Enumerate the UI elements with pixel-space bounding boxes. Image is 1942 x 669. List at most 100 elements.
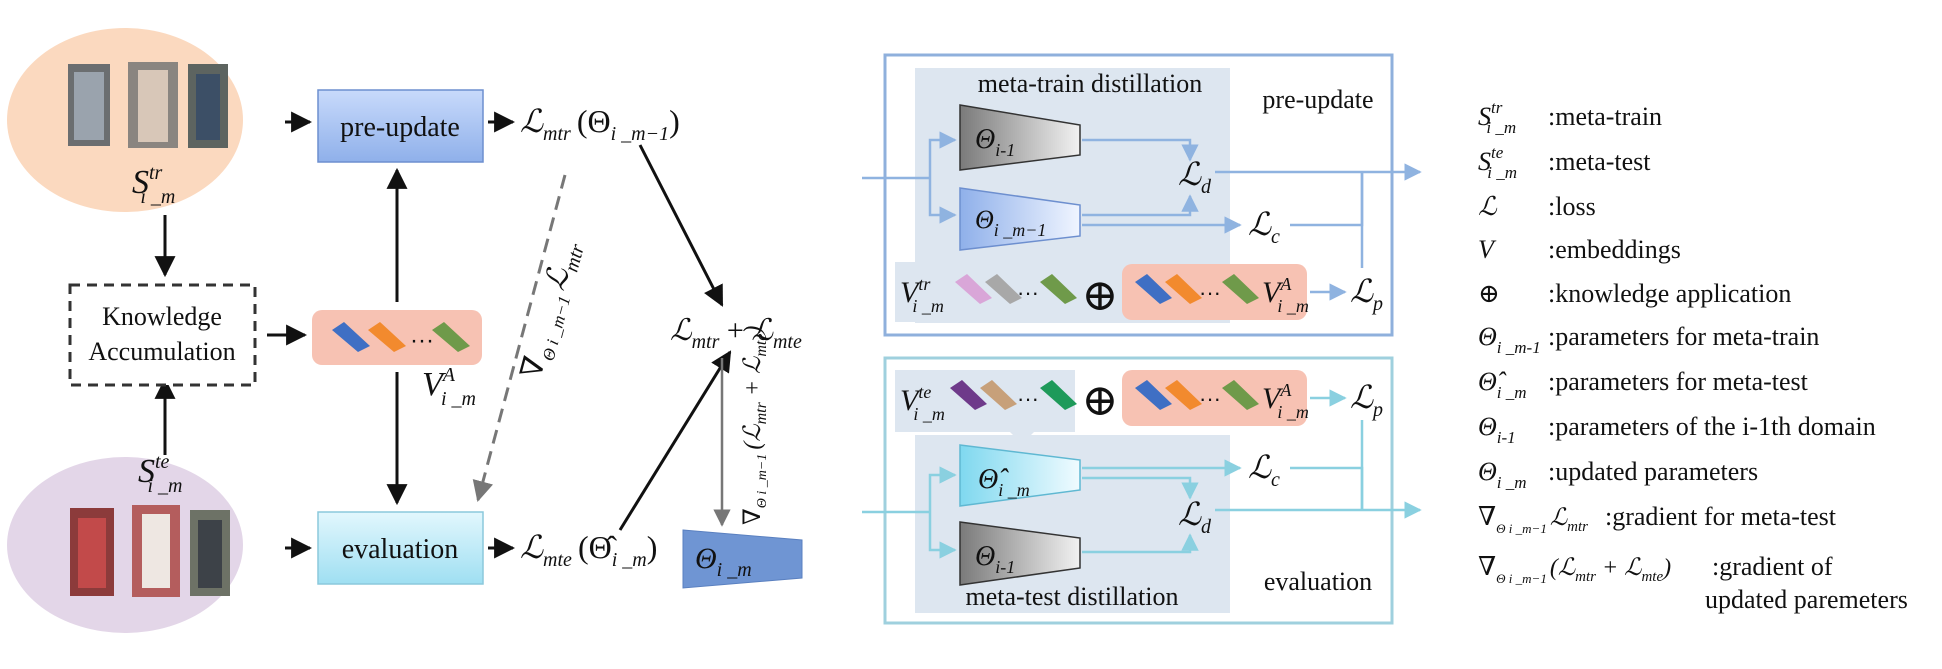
legend-symbol: Θi-1 [1478,412,1516,447]
legend-row: V :embeddings [1478,235,1681,264]
knowledge-accumulation-box: Knowledge Accumulation [68,283,257,387]
top-input-branch-2 [928,178,957,224]
top-input-branch-1 [928,131,957,178]
ld-bottom: ℒd [1178,496,1212,538]
svg-text:···: ··· [1199,280,1221,305]
legend-description: :embeddings [1548,235,1681,264]
arrow-theta-cur-to-ld [1082,194,1199,217]
legend-description: :parameters for meta-test [1548,367,1809,396]
legend-description: :updated parameters [1548,457,1758,486]
legend-description: :gradient of [1712,552,1833,581]
theta-prev-top-block: Θi-1 [959,104,1081,171]
meta-test-title: meta-test distillation [965,582,1178,611]
legend-description: :parameters for meta-train [1548,322,1819,351]
svg-text:···: ··· [410,327,434,354]
svg-text:···: ··· [1199,386,1221,411]
legend-description: updated paremeters [1705,585,1908,614]
svg-text:evaluation: evaluation [342,534,459,565]
svg-text:VAi _m: VAi _m [1262,380,1309,422]
lp-top: ℒp [1350,273,1383,315]
grad-sum-label: ∇Θ i _m−1(ℒmtr + ℒmte) [740,326,770,525]
legend-row: ⊕ :knowledge application [1478,279,1791,308]
arrow-theta-prev-to-ld [1082,138,1199,162]
legend-row: Θi-1 :parameters of the i-1th domain [1478,412,1876,447]
svg-text:VAi _m: VAi _m [1262,274,1309,316]
legend-description: :loss [1548,192,1596,221]
loss-sum: ℒmtr + ℒmte [670,314,802,353]
svg-text:Θi-1: Θi-1 [975,124,1015,160]
legend-row: Θi _m-1:parameters for meta-train [1478,322,1819,357]
legend-symbol: V [1478,235,1497,264]
lc-bottom-to-output [1290,466,1364,510]
arrow-theta-prev-to-ld-bottom [1082,533,1199,554]
legend-symbol: Θi _m-1 [1478,322,1541,357]
preupdate-label: pre-update [1262,85,1373,114]
ld-top: ℒd [1178,156,1212,198]
legend-symbol: Θ̂i _m [1478,367,1527,402]
arrow-mtr-to-sum [638,144,724,307]
legend-row: updated paremeters [1705,585,1908,614]
bottom-input-branch-2 [928,512,957,559]
svg-text:Knowledge: Knowledge [102,302,222,331]
preupdate-frame [883,53,1394,337]
bottom-input-branch-1 [928,466,957,512]
legend-row: Θi _m :updated parameters [1478,457,1758,492]
dashed-gradient-arrow [472,174,567,503]
lc-to-output [1290,172,1364,227]
legend-symbol: ⊕ [1478,279,1500,308]
legend-symbol: ℒ [1478,192,1498,221]
svg-text:Θi _m−1: Θi _m−1 [975,205,1046,240]
legend-row: ∇Θ i _m−1(ℒmtr + ℒmte) :gradient of [1478,552,1833,586]
legend-description: :meta-train [1548,102,1662,131]
svg-text:Θi-1: Θi-1 [975,541,1015,577]
theta-hat-block: Θ̂i _m [959,444,1081,507]
legend-symbol: ∇Θ i _m−1(ℒmtr + ℒmte) [1478,552,1671,586]
evaluation-frame [883,356,1394,625]
legend-description: :meta-test [1548,147,1651,176]
evaluation-label: evaluation [1264,567,1372,596]
arrow-mte-to-sum [618,350,732,531]
svg-text:···: ··· [1017,386,1039,411]
updated-parameters-block: Θi _m [682,529,803,589]
loss-mtr-output: ℒmtr(Θi _m−1) [520,103,680,145]
svg-text:···: ··· [1017,280,1039,305]
legend-description: :gradient for meta-test [1605,502,1837,531]
svg-text:Θi _m: Θi _m [695,542,752,581]
arrow-theta-hat-to-ld [1082,476,1199,500]
legend-row: ℒ :loss [1478,192,1596,221]
preupdate-box: pre-update [317,89,484,163]
legend-symbol: Θi _m [1478,457,1527,492]
legend-description: :knowledge application [1548,279,1791,308]
lc-bottom: ℒc [1248,449,1280,491]
evaluation-box: evaluation [317,511,484,585]
oplus-bottom: ⊕ [1082,376,1119,425]
meta-train-title: meta-train distillation [978,69,1203,98]
legend-description: :parameters of the i-1th domain [1548,412,1876,441]
lp-bottom: ℒp [1350,379,1383,421]
oplus-top: ⊕ [1082,271,1119,320]
loss-mte-output: ℒmte(Θ̂i _m) [520,529,657,571]
svg-text:Accumulation: Accumulation [88,337,235,366]
theta-cur-top-block: Θi _m−1 [959,187,1081,262]
lc-top: ℒc [1248,206,1280,248]
